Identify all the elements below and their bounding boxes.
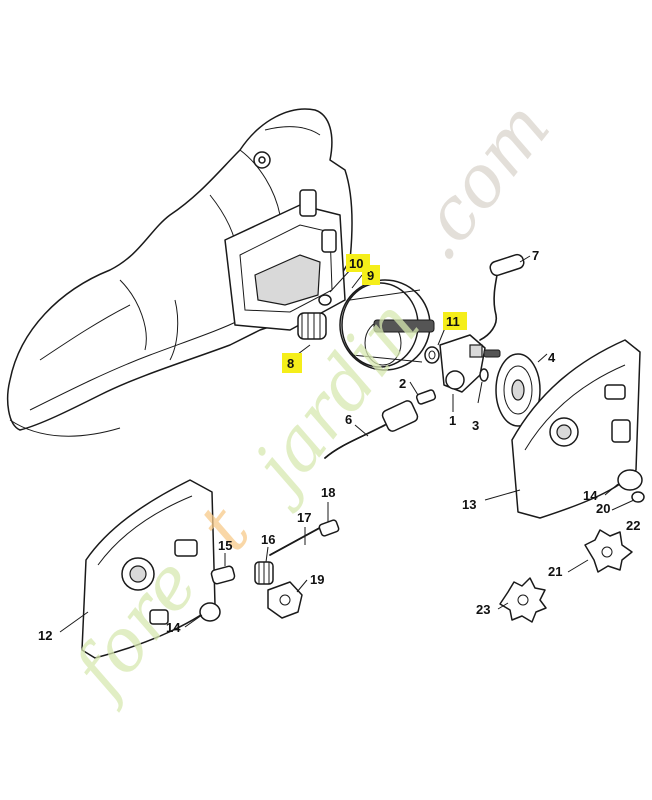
bearing-14a [199,602,221,622]
callout-2: 2 [399,376,406,391]
svg-text:1: 1 [449,413,456,428]
callout-15: 15 [218,538,232,553]
svg-text:17: 17 [297,510,311,525]
svg-text:14: 14 [583,488,598,503]
svg-text:20: 20 [596,501,610,516]
callout-8: 8 [282,353,302,373]
svg-text:13: 13 [462,497,476,512]
callout-14a: 14 [166,620,181,635]
gear-21 [584,529,633,573]
svg-text:4: 4 [548,350,556,365]
svg-text:8: 8 [287,356,294,371]
clip-18 [318,519,340,537]
callout-14b: 14 [583,488,598,503]
gear-23 [499,577,547,623]
svg-text:2: 2 [399,376,406,391]
bearing-14b [617,469,643,491]
svg-text:14: 14 [166,620,181,635]
bolt-15 [210,565,236,585]
callout-11: 11 [443,312,467,330]
callout-7: 7 [532,248,539,263]
callout-4: 4 [548,350,556,365]
callout-3: 3 [472,418,479,433]
motor-housing [7,108,353,437]
svg-text:23: 23 [476,602,490,617]
callout-17: 17 [297,510,311,525]
side-cover-right [511,339,641,519]
sprocket [495,353,541,427]
callout-1: 1 [449,413,456,428]
oil-pump [439,334,486,393]
callout-labels: 1 2 3 4 6 7 8 9 10 11 12 13 14 [38,248,640,643]
washer-3 [479,368,489,382]
gear-16 [254,561,274,585]
svg-text:19: 19 [310,572,324,587]
screw-2 [415,389,437,405]
washer-11 [424,346,440,364]
callout-16: 16 [261,532,275,547]
callout-6: 6 [345,412,352,427]
callout-19: 19 [310,572,324,587]
svg-text:6: 6 [345,412,352,427]
callout-18: 18 [321,485,335,500]
svg-text:11: 11 [446,314,460,329]
svg-text:21: 21 [548,564,562,579]
clutch-drum [339,279,435,371]
callout-10: 10 [346,254,370,272]
shaft-17 [269,524,326,556]
tensioner-19 [267,581,303,619]
svg-text:22: 22 [626,518,640,533]
svg-text:9: 9 [367,268,374,283]
svg-text:7: 7 [532,248,539,263]
washer-10 [318,294,332,306]
svg-text:12: 12 [38,628,52,643]
svg-text:3: 3 [472,418,479,433]
callout-12: 12 [38,628,52,643]
svg-text:16: 16 [261,532,275,547]
side-cover-left [81,479,216,659]
callout-21: 21 [548,564,562,579]
callout-23: 23 [476,602,490,617]
leader-lines [59,255,635,633]
callout-22: 22 [626,518,640,533]
svg-text:10: 10 [349,256,363,271]
svg-text:18: 18 [321,485,335,500]
watermark-com-text: .com [392,86,566,275]
callout-20: 20 [596,501,610,516]
svg-text:15: 15 [218,538,232,553]
oil-hose [324,400,419,459]
washer-20 [631,491,645,503]
callout-13: 13 [462,497,476,512]
pinion-gear [297,312,327,340]
lever-arm [479,253,525,341]
